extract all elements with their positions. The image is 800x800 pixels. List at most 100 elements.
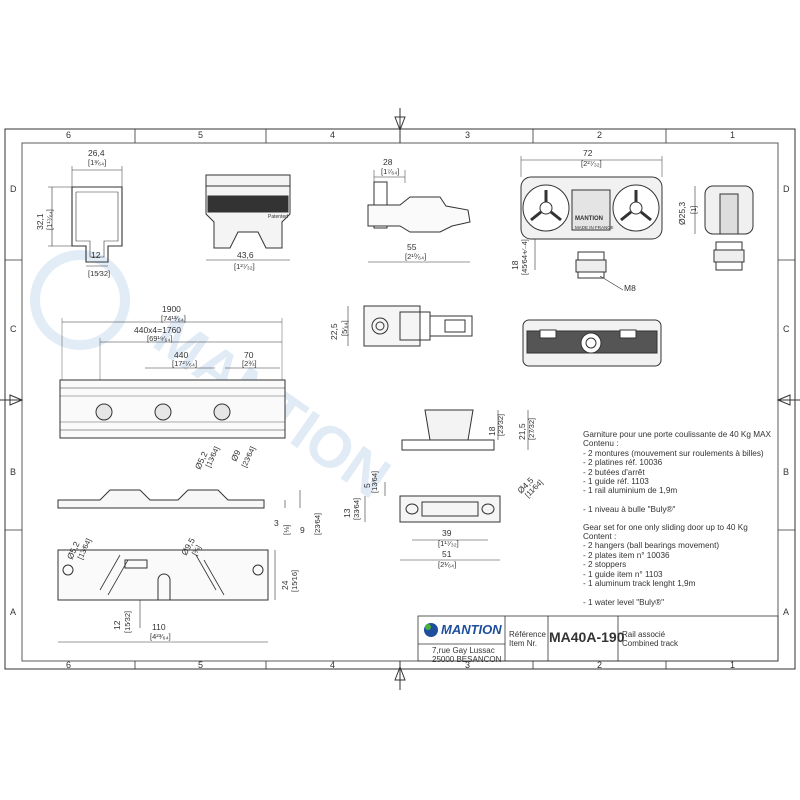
col-label: 3 [465,660,470,670]
dim-text: 1900 [162,304,181,314]
track-plan [59,318,286,439]
col-label: 6 [66,660,71,670]
dim-text: 43,6 [237,250,254,260]
dim-text: [13⁄64] [370,471,379,493]
dim-text: Ø9 [229,448,243,463]
dim-text: 5 [362,483,372,488]
dim-text: [1] [689,206,698,214]
dim-text: 18 [487,426,497,436]
dim-text: [4²³⁄₆₄] [150,632,171,641]
dim-text: [15⁄16] [290,570,299,592]
dim-text: 12 [112,620,122,630]
row-label: B [10,467,16,477]
address-line-1: 7,rue Gay Lussac [432,646,495,655]
made-in-label: MADE IN FRANCE [575,225,614,230]
col-label: 1 [730,660,735,670]
col-label: 4 [330,660,335,670]
dim-text: 18 [510,260,520,270]
dim-text: [1¹⁷⁄₆₄] [45,209,54,230]
notes-fr-line [583,496,783,505]
hanger-side [694,185,754,271]
dim-text: 24 [280,580,290,590]
dim-text: 55 [407,242,417,252]
notes-fr-line: Contenu : [583,439,619,449]
dim-text: [1³⁄₆₄] [88,158,106,167]
guide-plan [364,482,501,561]
dim-text: 51 [442,549,452,559]
notes-en-line: Gear set for one only sliding door up to… [583,522,748,532]
dim-text: [23⁄64] [240,445,258,469]
company-logo: MANTION [441,622,502,637]
grid-ticks [5,129,795,669]
col-label: 2 [597,130,602,140]
dim-text: 3 [274,518,279,528]
dim-text: [2²⁷⁄₃₂] [581,159,602,168]
col-label: 4 [330,130,335,140]
notes-en-line: - 2 hangers (ball bearings movement) [583,541,720,551]
guide-block [401,409,529,451]
dim-text: 26,4 [88,148,105,158]
dim-text: 70 [244,350,254,360]
dim-text: [45⁄64+⁄₋4] [520,239,529,275]
dim-text: 110 [152,622,166,632]
col-label: 5 [198,660,203,670]
notes-fr-line: - 2 butées d'arrêt [583,467,645,477]
row-label: D [783,184,790,194]
stopper-side-dims: 28 [1⁷⁄₆₄] 55 [2¹⁰⁄₆₄] [381,157,426,261]
row-label: A [783,607,789,617]
stopper-plan [347,305,473,347]
stopper-side [367,170,471,263]
notes-fr-line: - 1 rail aluminium de 1,9m [583,486,678,496]
row-label: B [783,467,789,477]
stamp-text: MANTION [214,197,270,211]
dim-text: [27⁄32] [527,418,536,440]
rail-profile [48,166,123,267]
rail-profile-dims: 26,4 [1³⁄₆₄] 32,1 [1¹⁷⁄₆₄] 12 [15⁄32] [35,148,110,278]
col-label: 3 [465,130,470,140]
dim-text: [1¹⁷⁄₃₂] [438,539,459,548]
notes-en-line: - 1 guide item n° 1103 [583,569,663,579]
dim-text: [15⁄32] [123,611,132,633]
col-label: 6 [66,130,71,140]
stamp-sub: Patented [268,214,288,220]
dim-text: 440x4=1760 [134,325,181,335]
dim-text: 39 [442,528,452,538]
col-label: 5 [198,130,203,140]
dim-text: 21,5 [517,423,527,440]
reference-number: MA40A-190 [549,629,625,645]
desc-en: Combined track [622,639,679,648]
dim-text: [1²⁷⁄₃₂] [234,262,255,271]
company-address: 7,rue Gay Lussac 25000 BESANCON [432,646,501,664]
dim-text: [33⁄64] [352,498,361,520]
dim-text: [15⁄32] [88,269,110,278]
ref-label-en: Item Nr. [509,639,538,648]
address-line-2: 25000 BESANCON [432,655,502,664]
dim-text: [2¹⁰⁄₆₄] [405,252,426,261]
notes-fr-line: Garniture pour une porte coulissante de … [583,430,771,439]
stamp-text: MANTION [575,216,603,222]
dim-text: [17²⁷⁄₆₄] [172,359,197,368]
dim-text: [⅛] [282,525,291,535]
dim-text: 22,5 [329,323,339,340]
hanger-plan [522,319,662,367]
notes-fr-line: - 1 niveau à bulle "Buly®" [583,505,676,515]
notes-fr-line: - 2 montures (mouvement sur roulements à… [583,448,764,458]
row-label: C [783,324,790,334]
row-label: D [10,184,17,194]
notes-en-line: - 1 aluminum track lenght 1,9m [583,579,696,589]
contents-notes: Garniture pour une porte coulissante de … [583,430,783,607]
dim-text: 28 [383,157,393,167]
dim-text: 72 [583,148,593,158]
dim-text: 440 [174,350,188,360]
notes-en-line: - 1 water level "Buly®" [583,597,665,607]
dim-text: [2¾] [242,359,257,368]
dim-text: 12 [91,250,101,260]
dim-text: [23⁄64] [313,513,322,535]
dim-text: M8 [624,283,636,293]
dim-text: [2¹⁄₆₄] [438,560,456,569]
dim-text: 9 [300,525,305,535]
dim-text: Ø25,3 [677,202,687,225]
notes-en-line: - 2 stoppers [583,560,627,570]
reference-label: Référence Item Nr. [509,630,546,648]
